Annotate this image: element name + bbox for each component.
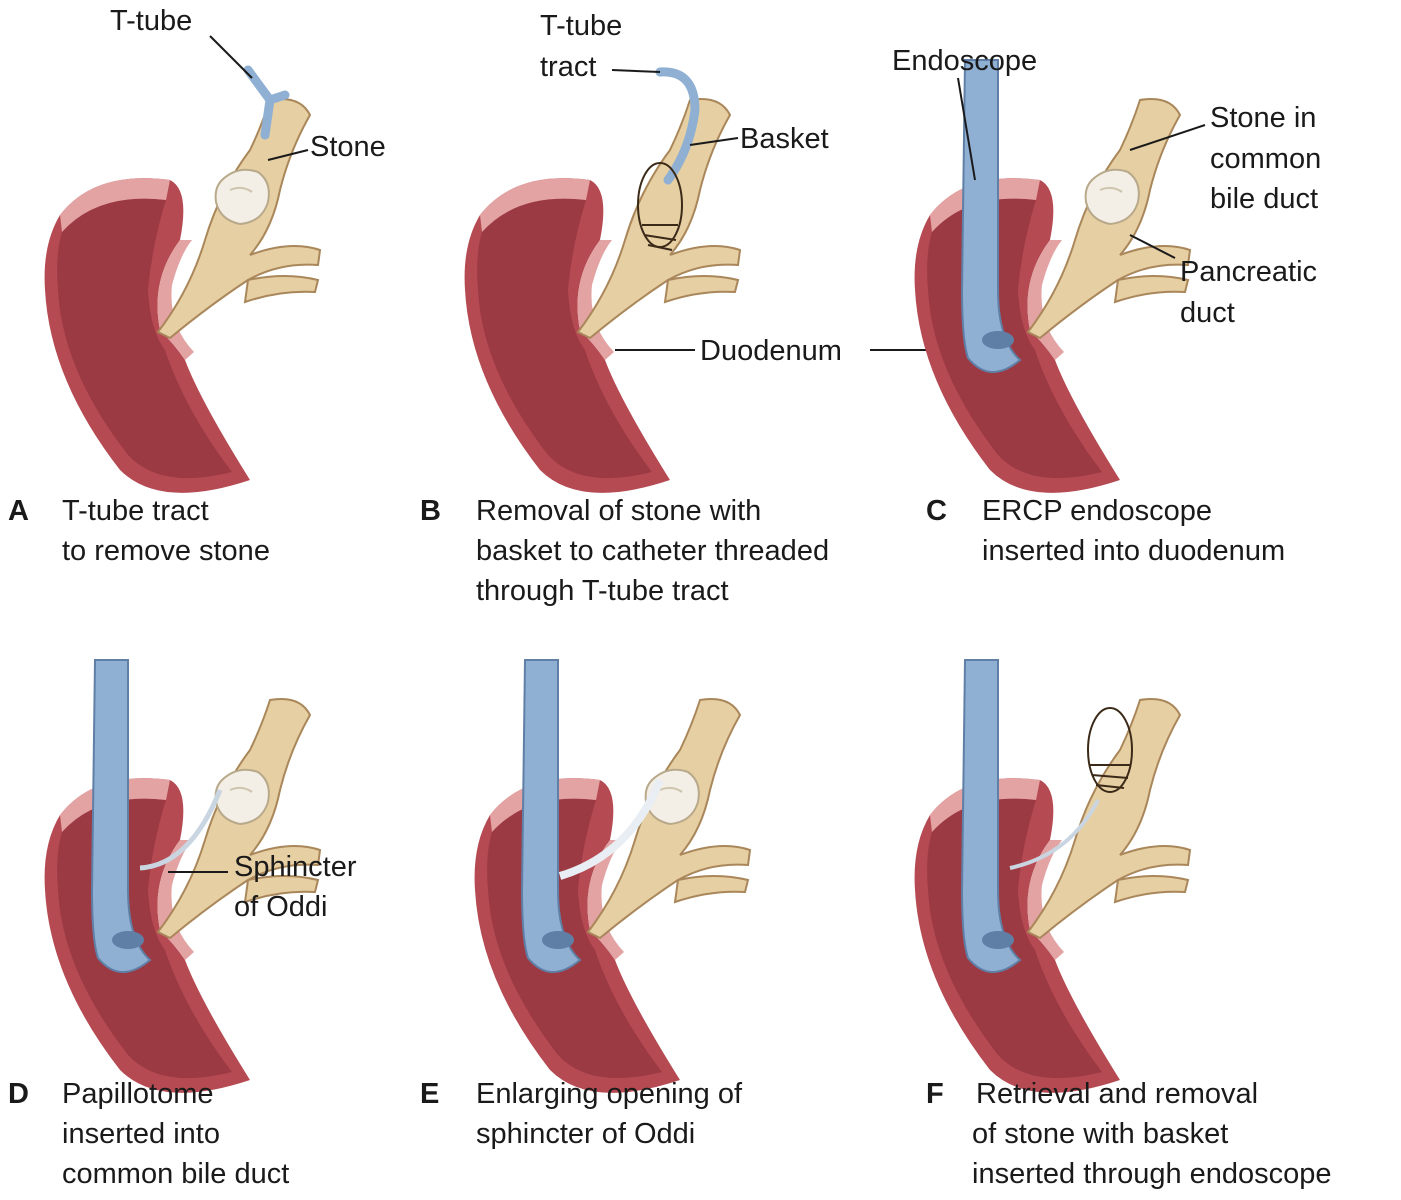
caption-d-line-2: inserted into [62,1118,220,1150]
t-tube [243,65,290,140]
caption-f-line-3: inserted through endoscope [972,1158,1332,1190]
caption-c: C ERCP endoscope inserted into duodenum [926,495,1285,567]
t-tube-tract-label-2: tract [540,51,596,83]
caption-d: D Papillotome inserted into common bile … [8,1078,289,1190]
stone-in-cbd-label-3: bile duct [1210,183,1318,215]
papillotome [139,789,223,871]
panel-letter-a: A [8,495,29,527]
caption-a-line-1: T-tube tract [62,495,209,527]
catheter [655,67,700,185]
sphincter-label-2: of Oddi [234,891,328,923]
panel-d-illustration [44,659,321,1093]
caption-c-line-2: inserted into duodenum [982,535,1285,567]
caption-d-line-3: common bile duct [62,1158,289,1190]
panel-letter-d: D [8,1078,29,1110]
caption-f-line-1: Retrieval and removal [976,1078,1258,1110]
caption-f: F Retrieval and removal of stone with ba… [926,1078,1332,1190]
basket-icon [1087,707,1133,793]
panel-letter-b: B [420,495,441,527]
caption-a: A T-tube tract to remove stone [8,495,270,567]
stone-label: Stone [310,131,386,163]
endoscope-label: Endoscope [892,45,1037,77]
caption-d-line-1: Papillotome [62,1078,214,1110]
caption-b-line-3: through T-tube tract [476,575,729,607]
panel-letter-e: E [420,1078,439,1110]
caption-c-line-1: ERCP endoscope [982,495,1212,527]
pancreatic-duct-label-1: Pancreatic [1180,256,1317,288]
panel-b-illustration [464,67,741,493]
panel-c-illustration [914,59,1191,493]
panel-e-illustration [474,659,751,1093]
sphincter-label-1: Sphincter [234,851,357,883]
panel-f-illustration [914,659,1191,1093]
panel-letter-f: F [926,1078,944,1110]
stone-in-cbd-label-2: common [1210,143,1321,175]
t-tube-tract-label-1: T-tube [540,10,622,42]
panel-letter-c: C [926,495,947,527]
pancreatic-duct-label-2: duct [1180,297,1235,329]
caption-e-line-1: Enlarging opening of [476,1078,743,1110]
stone-in-cbd-label-1: Stone in [1210,102,1316,134]
papillotome-wire [558,778,664,880]
caption-e-line-2: sphincter of Oddi [476,1118,695,1150]
caption-b-line-2: basket to catheter threaded [476,535,829,567]
caption-e: E Enlarging opening of sphincter of Oddi [420,1078,743,1150]
basket-label: Basket [740,123,829,155]
panel-a-illustration [44,65,321,493]
caption-b-line-1: Removal of stone with [476,495,761,527]
duodenum-label: Duodenum [700,335,842,367]
caption-b: B Removal of stone with basket to cathet… [420,495,829,607]
t-tube-label: T-tube [110,5,192,37]
caption-a-line-2: to remove stone [62,535,270,567]
caption-f-line-2: of stone with basket [972,1118,1228,1150]
